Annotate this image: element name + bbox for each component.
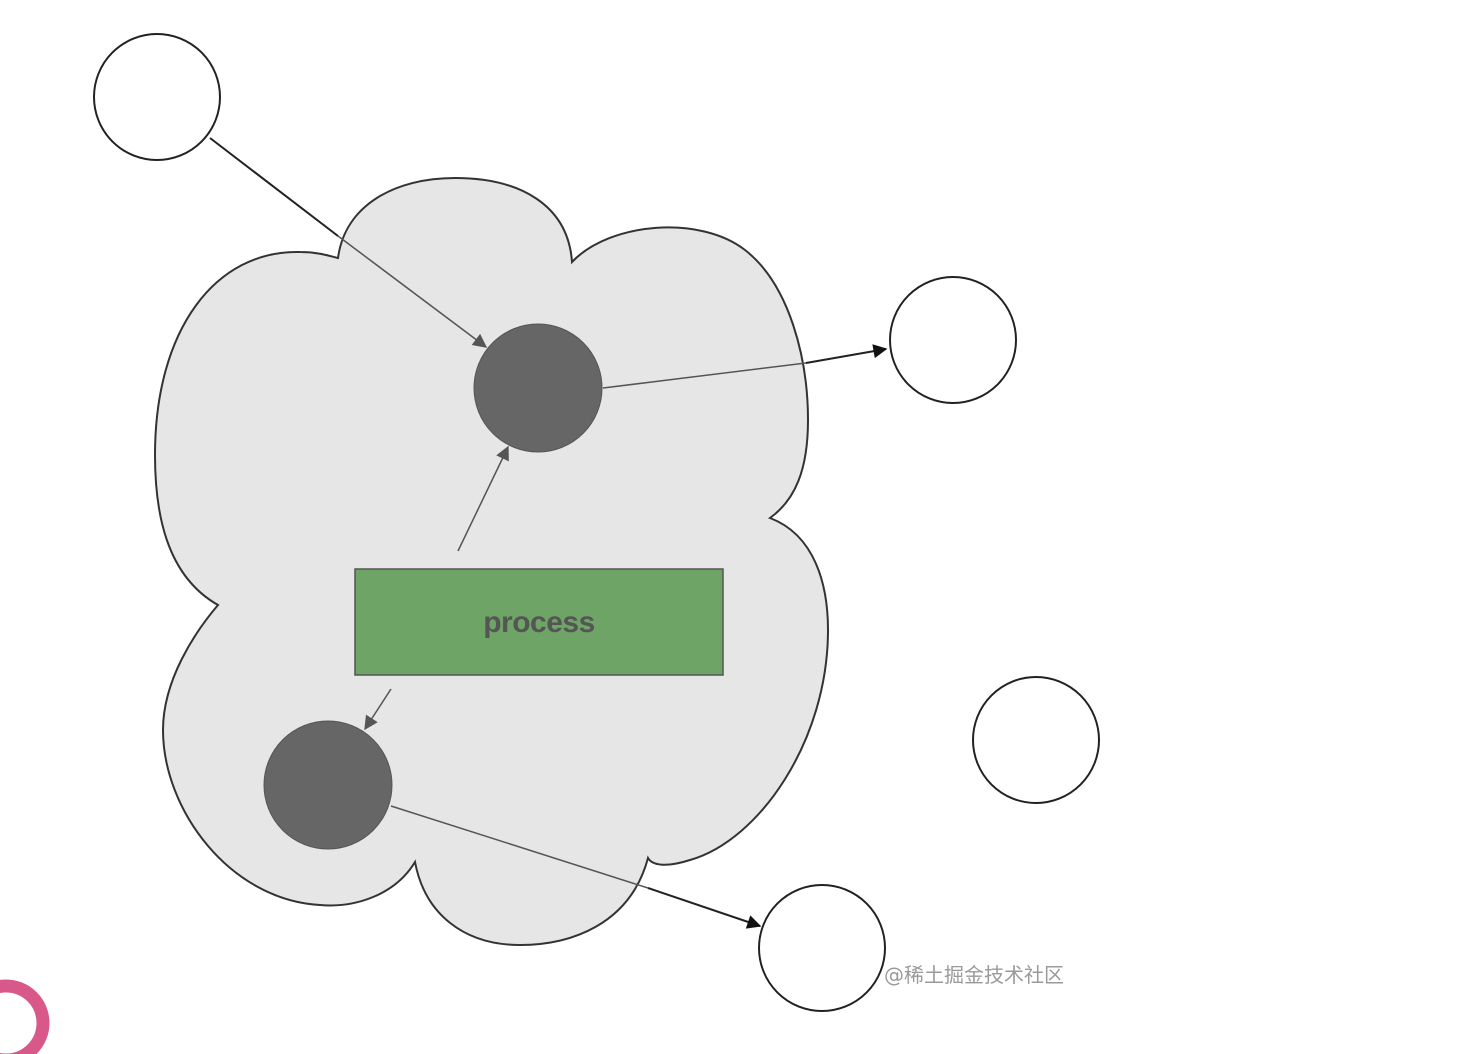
external-node-right bbox=[889, 276, 1017, 404]
process-box bbox=[354, 568, 724, 676]
internal-node-lower bbox=[263, 720, 393, 850]
edge-output-lower-inner bbox=[390, 805, 649, 889]
edge-process-to-lower bbox=[364, 688, 392, 731]
edge-output-upper-inner bbox=[602, 362, 807, 389]
process-cloud bbox=[153, 176, 830, 947]
watermark-text: @稀土掘金技术社区 bbox=[884, 963, 1064, 987]
external-node-top-left bbox=[93, 33, 221, 161]
process-label: process bbox=[483, 606, 595, 639]
edge-output-lower-outer bbox=[647, 887, 762, 929]
ring-logo-icon bbox=[0, 979, 50, 1054]
edge-input-outer bbox=[209, 137, 339, 237]
edge-output-upper-outer bbox=[805, 344, 888, 364]
edge-input-inner bbox=[337, 235, 488, 348]
edge-process-to-upper bbox=[457, 445, 509, 552]
external-node-bottom bbox=[758, 884, 886, 1012]
internal-node-upper bbox=[473, 323, 603, 453]
external-node-isolated bbox=[972, 676, 1100, 804]
